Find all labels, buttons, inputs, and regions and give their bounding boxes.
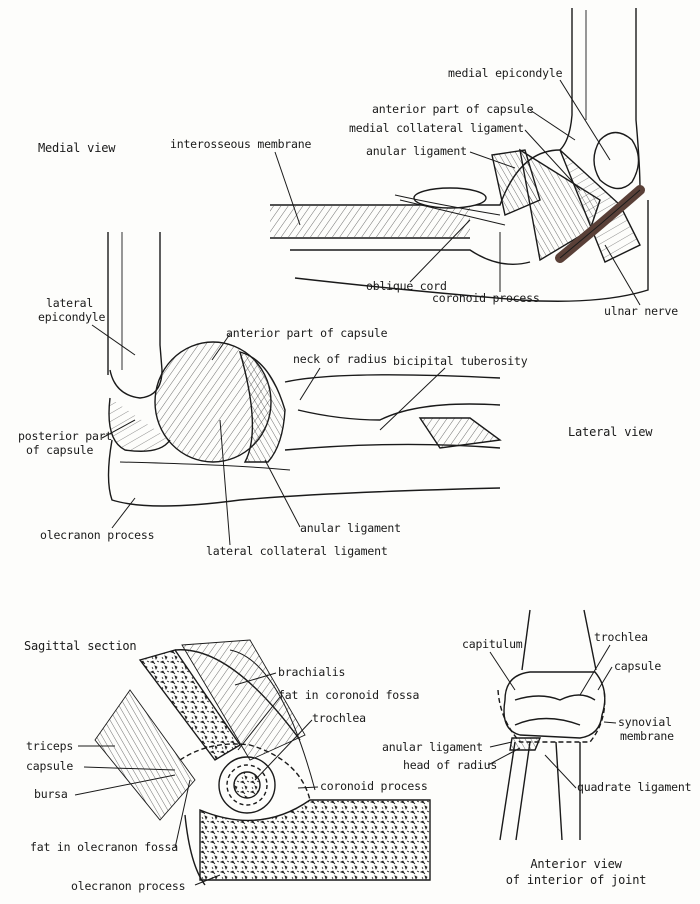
label-capitulum: capitulum	[462, 637, 523, 651]
medial-epicondyle-shape	[593, 131, 640, 190]
label-medial-collateral-ligament: medial collateral ligament	[349, 121, 524, 135]
label-neck-of-radius: neck of radius	[293, 352, 388, 366]
label-posterior-capsule-1: posterior part	[18, 429, 113, 443]
label-lateral-epicondyle-1: lateral	[46, 296, 94, 310]
label-sagittal-capsule: capsule	[26, 759, 74, 773]
label-lateral-epicondyle-2: epicondyle	[38, 310, 106, 324]
label-quadrate-ligament: quadrate ligament	[577, 780, 692, 794]
label-lateral-anterior-capsule: anterior part of capsule	[226, 326, 388, 340]
label-medial-coronoid-process: coronoid process	[432, 291, 540, 305]
label-medial-anular-ligament: anular ligament	[366, 144, 467, 158]
label-lateral-collateral-ligament: lateral collateral ligament	[206, 544, 388, 558]
label-ulnar-nerve: ulnar nerve	[604, 304, 678, 318]
label-sagittal-trochlea: trochlea	[312, 711, 366, 725]
label-synovial-membrane-2: membrane	[620, 729, 674, 743]
anterior-view-drawing	[497, 609, 606, 841]
lateral-view-drawing	[107, 232, 502, 507]
label-anterior-capsule: capsule	[614, 659, 662, 673]
label-posterior-capsule-2: of capsule	[26, 443, 94, 457]
label-lateral-olecranon-process: olecranon process	[40, 528, 155, 542]
label-anterior-anular-ligament: anular ligament	[382, 740, 483, 754]
anterior-view-caption-line1: Anterior view	[530, 857, 622, 871]
label-head-of-radius: head of radius	[403, 758, 498, 772]
sagittal-section-caption: Sagittal section	[24, 639, 137, 653]
label-sagittal-olecranon-process: olecranon process	[71, 879, 186, 893]
label-fat-in-coronoid-fossa: fat in coronoid fossa	[278, 688, 420, 702]
label-bursa: bursa	[34, 787, 68, 801]
label-anterior-trochlea: trochlea	[594, 630, 648, 644]
label-medial-anterior-capsule: anterior part of capsule	[372, 102, 534, 116]
label-brachialis: brachialis	[278, 665, 346, 679]
label-synovial-membrane-1: synovial	[618, 715, 672, 729]
medial-view-caption: Medial view	[38, 141, 116, 155]
label-sagittal-coronoid-process: coronoid process	[320, 779, 428, 793]
label-interosseous-membrane: interosseous membrane	[170, 137, 312, 151]
label-bicipital-tuberosity: bicipital tuberosity	[393, 354, 528, 368]
label-lateral-anular-ligament: anular ligament	[300, 521, 401, 535]
label-triceps: triceps	[26, 739, 74, 753]
lateral-view-caption: Lateral view	[568, 425, 653, 439]
anterior-view-caption-line2: of interior of joint	[505, 873, 647, 887]
label-medial-epicondyle: medial epicondyle	[448, 66, 563, 80]
label-fat-in-olecranon-fossa: fat in olecranon fossa	[30, 840, 178, 854]
label-oblique-cord: oblique cord	[366, 279, 447, 293]
